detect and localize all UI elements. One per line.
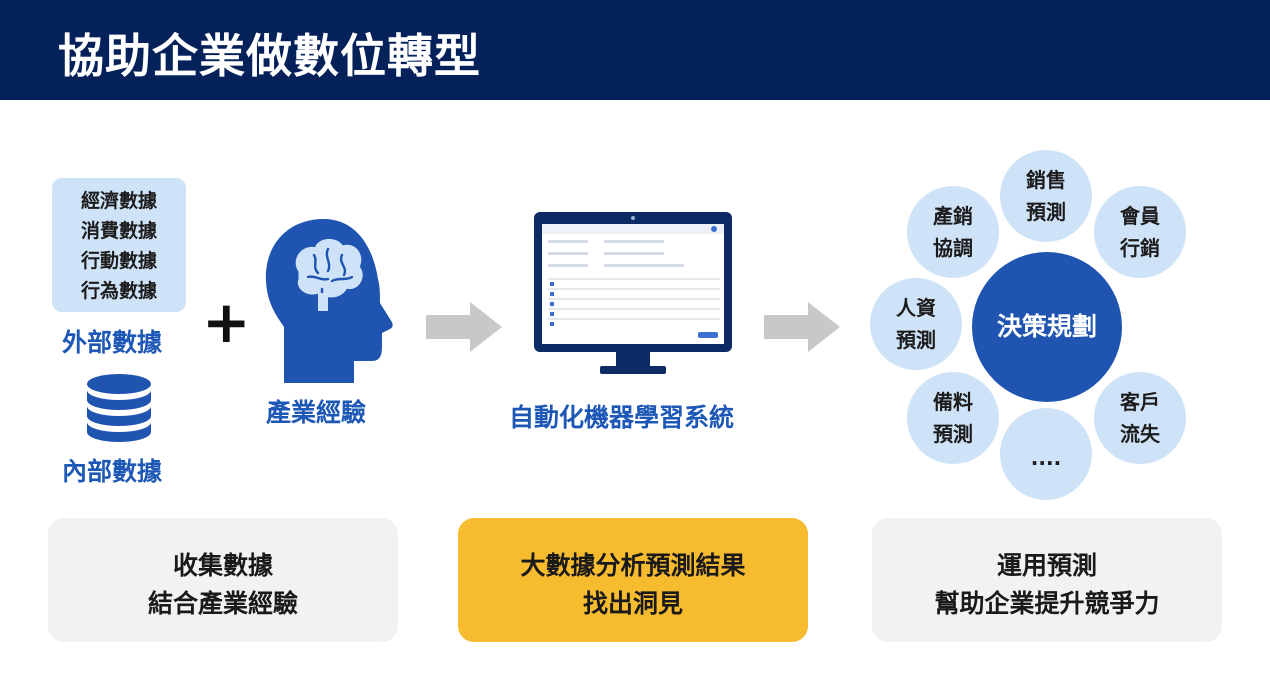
satellite-circle: 客戶 流失 xyxy=(1094,372,1186,464)
summary-card-apply: 運用預測 幫助企業提升競爭力 xyxy=(872,518,1222,642)
summary-card-collect: 收集數據 結合產業經驗 xyxy=(48,518,398,642)
satellite-text: 預測 xyxy=(1026,200,1066,224)
page-title: 協助企業做數位轉型 xyxy=(58,29,481,83)
satellite-circle: 人資 預測 xyxy=(870,278,962,370)
arrow-right-icon xyxy=(764,302,840,352)
external-data-item: 行動數據 xyxy=(80,250,157,272)
external-data-item: 消費數據 xyxy=(80,220,157,242)
database-icon xyxy=(87,374,151,442)
card-line: 大數據分析預測結果 xyxy=(520,551,746,580)
decision-center-text: 決策規劃 xyxy=(996,312,1097,341)
satellite-text: 產銷 xyxy=(933,204,973,228)
satellite-text: .... xyxy=(1030,446,1062,470)
satellite-text: 行銷 xyxy=(1120,236,1160,260)
header-banner: 協助企業做數位轉型 xyxy=(0,0,1270,100)
satellite-text: 人資 xyxy=(896,296,936,320)
external-data-item: 行為數據 xyxy=(80,280,157,302)
arrow-right-icon xyxy=(426,302,502,352)
satellite-text: 協調 xyxy=(933,236,973,260)
satellite-text: 流失 xyxy=(1120,422,1160,446)
internal-data-label: 內部數據 xyxy=(62,457,163,486)
industry-experience-label: 產業經驗 xyxy=(266,398,367,427)
satellite-circle: 銷售 預測 xyxy=(1000,150,1092,242)
satellite-circle: 會員 行銷 xyxy=(1094,186,1186,278)
external-data-box: 經濟數據 消費數據 行動數據 行為數據 xyxy=(52,178,186,312)
satellite-circle: 產銷 協調 xyxy=(907,186,999,278)
card-line: 找出洞見 xyxy=(582,589,683,618)
head-brain-icon xyxy=(265,219,393,383)
satellite-text: 預測 xyxy=(933,422,973,446)
satellite-text: 會員 xyxy=(1120,204,1160,228)
card-line: 結合產業經驗 xyxy=(147,589,298,618)
monitor-icon xyxy=(534,212,732,374)
system-label: 自動化機器學習系統 xyxy=(509,403,735,432)
card-line: 收集數據 xyxy=(172,551,273,580)
satellite-circle: .... xyxy=(1000,408,1092,500)
satellite-text: 預測 xyxy=(896,328,936,352)
satellite-text: 銷售 xyxy=(1026,168,1066,192)
card-line: 運用預測 xyxy=(996,551,1097,580)
satellite-text: 備料 xyxy=(933,390,973,414)
external-data-item: 經濟數據 xyxy=(80,190,157,212)
card-line: 幫助企業提升競爭力 xyxy=(934,589,1160,618)
summary-card-analyze: 大數據分析預測結果 找出洞見 xyxy=(458,518,808,642)
satellite-text: 客戶 xyxy=(1120,390,1160,414)
satellite-circle: 備料 預測 xyxy=(907,372,999,464)
plus-icon: + xyxy=(202,288,251,356)
external-data-label: 外部數據 xyxy=(62,328,163,357)
decision-center-circle: 決策規劃 xyxy=(972,252,1122,402)
